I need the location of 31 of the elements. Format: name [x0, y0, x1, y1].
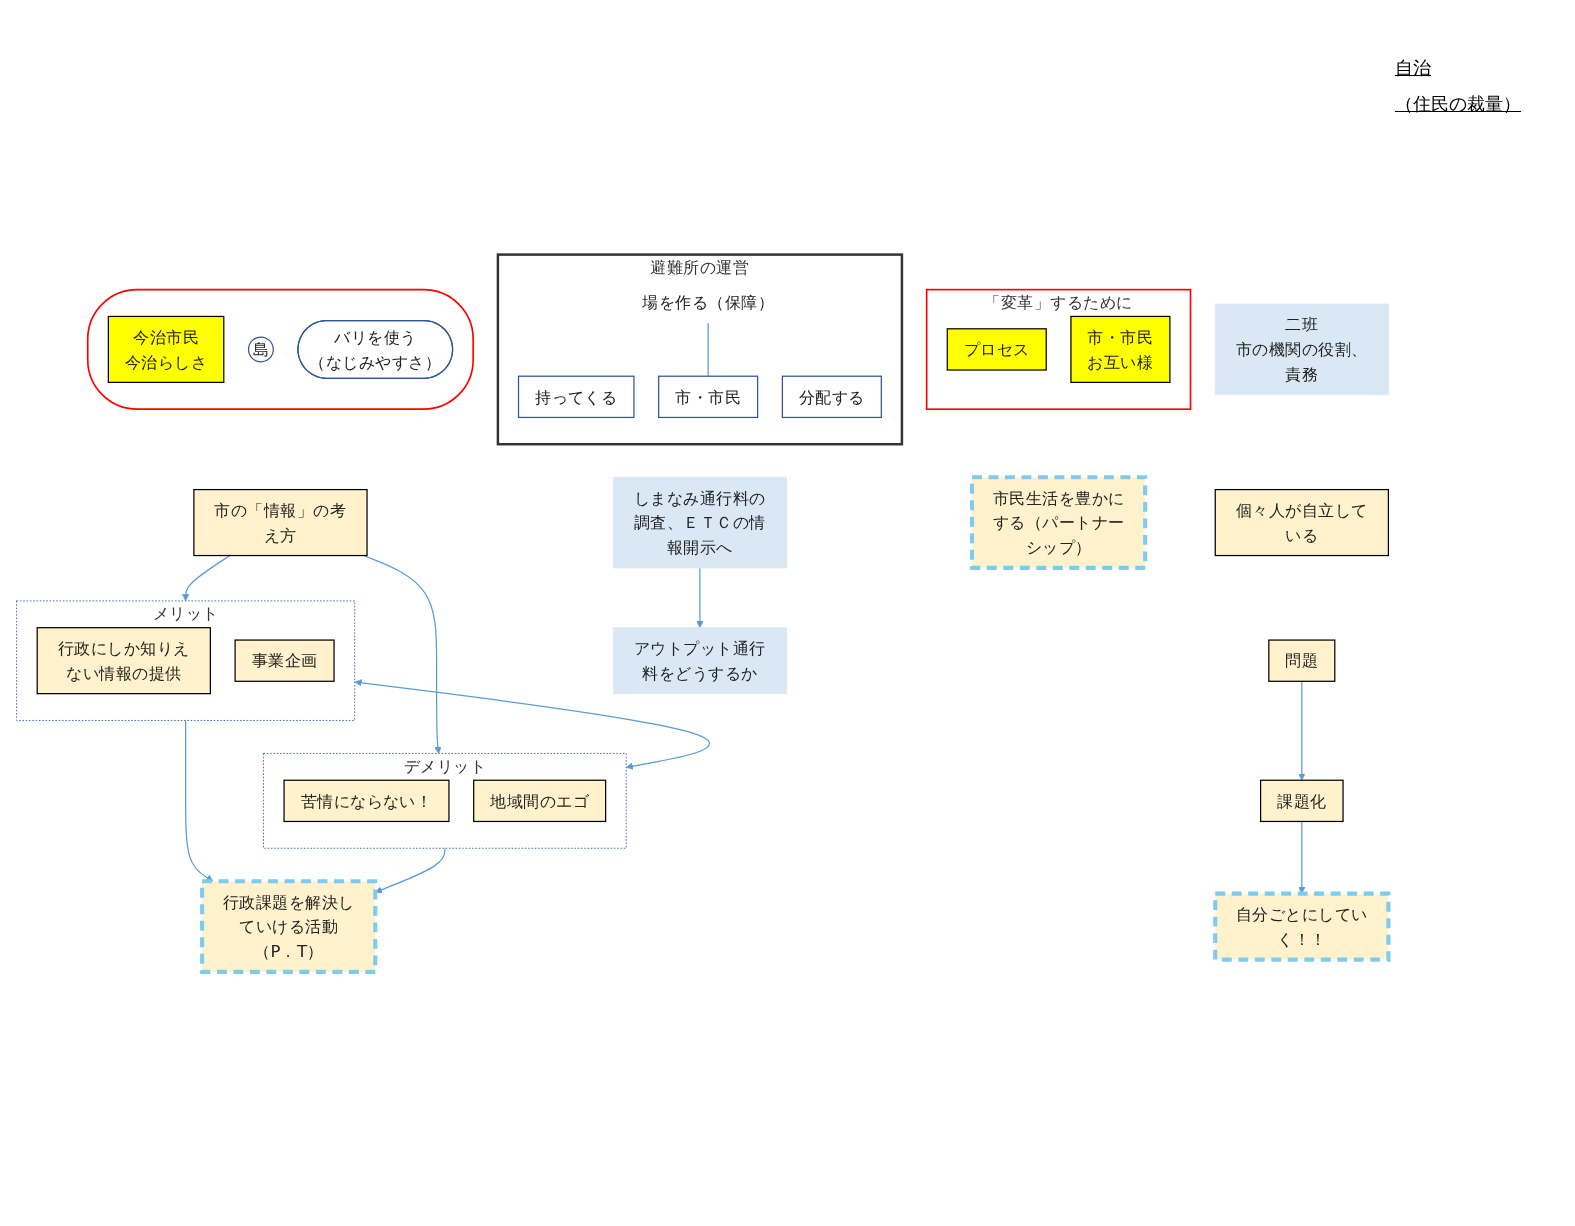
- node-box: 持ってくる: [517, 375, 635, 418]
- arrow: [363, 554, 442, 754]
- arrow: [696, 567, 704, 628]
- node-box: 市・市民: [658, 375, 759, 418]
- cluster: [86, 288, 474, 410]
- node-box: 課題化: [1259, 779, 1344, 822]
- node-box: 二班 市の機関の役割、責務: [1214, 303, 1389, 395]
- connector: [707, 321, 709, 377]
- node-box: 今治市民 今治らしさ: [107, 315, 225, 383]
- node-box: アウトプット通行料をどうするか: [612, 627, 787, 694]
- note-text: （住民の裁量）: [1395, 92, 1521, 116]
- node-box: プロセス: [946, 327, 1047, 371]
- node-box: 市民生活を豊かにする（パートナーシップ）: [969, 474, 1148, 570]
- node-box: 自分ごとにしていく！！: [1213, 891, 1391, 962]
- node-box: 行政課題を解決していける活動（P．T）: [200, 878, 378, 974]
- node-box: 問題: [1268, 639, 1336, 682]
- arrow: [354, 678, 710, 770]
- node-box: 市・市民 お互い様: [1070, 315, 1171, 383]
- node-box: 事業企画: [234, 639, 335, 682]
- node-box: 個々人が自立している: [1214, 488, 1389, 556]
- node-box: 行政にしか知りえない情報の提供: [36, 626, 211, 694]
- arrow: [1298, 680, 1306, 781]
- node-text: 場を作る（保障）: [642, 291, 775, 312]
- node-box: 地域間のエゴ: [473, 779, 607, 822]
- node-box: 苦情にならない！: [283, 779, 450, 822]
- node-box: 分配する: [781, 375, 882, 418]
- arrow: [182, 554, 231, 601]
- node-box: しまなみ通行料の調査、ＥＴＣの情報開示へ: [612, 476, 787, 569]
- node-circle: 島: [247, 336, 274, 363]
- node-box: 市の「情報」の考え方: [193, 488, 368, 556]
- note-text: 自治: [1395, 56, 1431, 80]
